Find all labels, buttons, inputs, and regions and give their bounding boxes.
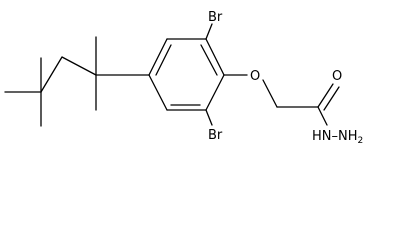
atom-label-oxygen-ether: O (250, 69, 260, 84)
benzene-ring (148, 38, 225, 111)
hydrazide-subscript: 2 (358, 136, 364, 146)
bond-ch2-tbutyl (40, 56, 63, 93)
ring-bond-left-upper (148, 38, 168, 76)
bond-ring-br-bottom (205, 109, 213, 126)
ring-double-bond-left (155, 44, 172, 76)
ring-double-bond-right (200, 44, 218, 76)
bond-to-ch2 (61, 56, 97, 76)
structure-canvas: Br Br O O HN–NH2 (4, 10, 364, 146)
ring-bond-right-lower (205, 74, 225, 111)
ring-bond-left-lower (148, 74, 168, 111)
bond-carbonyl-double-b (323, 86, 340, 111)
bond-carbonyl-nitrogen (317, 106, 328, 126)
hydrazide-text: HN–NH (312, 129, 358, 144)
atom-label-br-top: Br (208, 10, 223, 25)
bond-ring-br-top (205, 23, 213, 40)
ring-bond-right-upper (205, 38, 225, 76)
tert-octyl-group (4, 36, 150, 127)
atom-label-hydrazide: HN–NH2 (312, 129, 363, 146)
bond-oxygen-ch2 (262, 79, 278, 108)
molecule-diagram: Br Br O O HN–NH2 (4, 10, 363, 146)
atom-label-br-bottom: Br (208, 128, 223, 143)
atom-label-oxygen-carbonyl: O (332, 69, 342, 84)
bond-carbonyl-double-a (317, 83, 334, 108)
